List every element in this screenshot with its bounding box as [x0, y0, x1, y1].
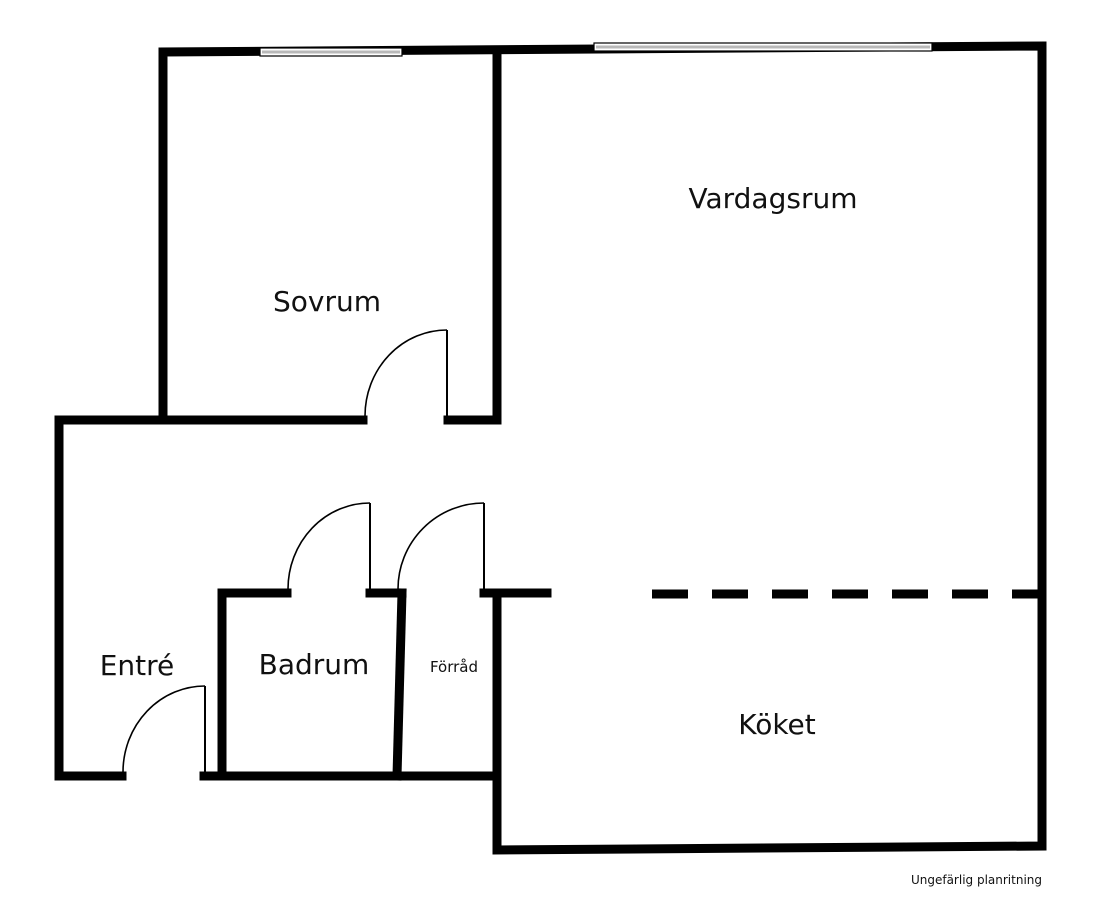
room-labels: Vardagsrum Sovrum Entré Badrum Förråd Kö…: [100, 182, 1042, 887]
storage-door: [397, 502, 485, 590]
room-label-bedroom: Sovrum: [273, 285, 381, 318]
room-label-entrance: Entré: [100, 649, 175, 682]
bathroom-door: [287, 502, 371, 590]
windows: [259, 42, 933, 57]
walls: [54, 41, 1047, 855]
doors: [122, 329, 485, 773]
entrance-door: [122, 685, 206, 773]
room-label-storage: Förråd: [430, 658, 478, 676]
room-label-bathroom: Badrum: [259, 648, 370, 681]
living-room-window: [593, 42, 933, 52]
entrance-wall-left: [54, 415, 127, 781]
outer-wall-top: [158, 41, 1047, 855]
bathroom-wall: [217, 588, 292, 781]
plan-note: Ungefärlig planritning: [911, 873, 1042, 887]
bathroom-storage-wall: [392, 588, 407, 781]
room-label-kitchen: Köket: [738, 708, 816, 741]
room-label-living: Vardagsrum: [689, 182, 858, 215]
bedroom-door: [364, 329, 448, 417]
bedroom-window: [259, 47, 403, 57]
